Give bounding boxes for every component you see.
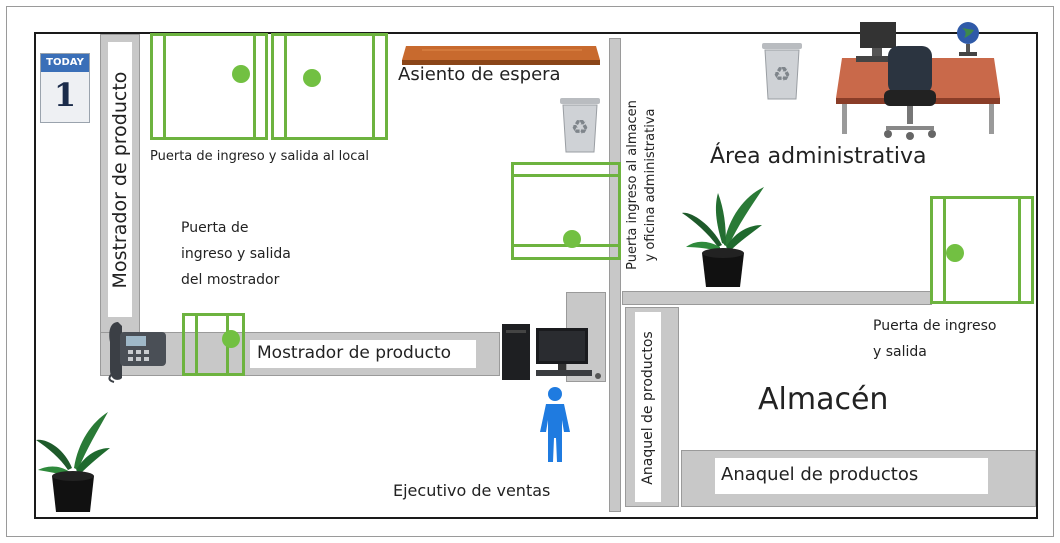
horizontal-counter-label: Mostrador de producto — [257, 343, 452, 363]
storage-office-door-label-1: Puerta ingreso al almacen — [625, 100, 640, 270]
door-jamb — [1018, 196, 1021, 304]
counter-door-label-1: Puerta de — [181, 220, 249, 236]
main-entrance-door-label: Puerta de ingreso y salida al local — [150, 149, 369, 164]
svg-text:♻: ♻ — [571, 115, 589, 139]
door-jamb — [372, 33, 375, 140]
door-jamb — [163, 33, 166, 140]
storage-office-door — [511, 162, 621, 260]
admin-area-label: Área administrativa — [710, 144, 927, 169]
figure-frame — [6, 6, 1054, 537]
computer-icon — [502, 324, 601, 380]
potted-plant-icon — [682, 187, 764, 287]
office-chair-icon — [884, 46, 936, 140]
calendar-header: TODAY — [41, 54, 89, 72]
waiting-seat-label: Asiento de espera — [398, 64, 561, 85]
main-entrance-door-left — [150, 33, 268, 140]
admin-door-label-2: y salida — [873, 344, 927, 360]
admin-door-label-1: Puerta de ingreso — [873, 318, 997, 334]
potted-plant-icon — [36, 412, 110, 512]
door-knob — [222, 330, 240, 348]
admin-door — [930, 196, 1034, 304]
main-entrance-door-right — [271, 33, 388, 140]
storage-office-door-label-2: y oficina administrativa — [643, 108, 658, 262]
counter-door-label-3: del mostrador — [181, 272, 280, 288]
door-knob — [303, 69, 321, 87]
storage-room-label: Almacén — [758, 382, 889, 417]
vertical-counter-label: Mostrador de producto — [109, 71, 131, 289]
door-knob — [232, 65, 250, 83]
waiting-bench-icon — [402, 46, 600, 65]
counter-door-label-2: ingreso y salida — [181, 246, 291, 262]
calendar-day: 1 — [53, 76, 77, 114]
desk-icon — [836, 22, 1000, 134]
telephone-icon — [108, 322, 166, 383]
storage-shelf-vertical-label: Anaquel de productos — [640, 331, 656, 485]
door-jamb — [943, 196, 946, 304]
globe-icon — [957, 22, 979, 56]
calendar-icon: TODAY 1 — [40, 53, 90, 123]
trash-bin-icon: ♻ — [560, 98, 600, 153]
counter-door — [182, 313, 245, 376]
door-jamb — [284, 33, 287, 140]
storage-shelf-horizontal-label: Anaquel de productos — [721, 464, 919, 485]
door-jamb — [195, 313, 198, 376]
floor-plan — [34, 32, 1038, 519]
office-storage-wall — [622, 291, 932, 305]
trash-bin-icon: ♻ — [762, 43, 802, 100]
divider-wall — [609, 38, 621, 512]
storage-shelf-vertical-label-box — [635, 312, 661, 502]
horizontal-counter-label-box — [250, 340, 476, 368]
svg-text:♻: ♻ — [773, 62, 791, 86]
door-jamb — [511, 174, 621, 177]
vertical-counter-label-box — [108, 42, 132, 317]
person-icon — [540, 387, 570, 462]
door-knob — [563, 230, 581, 248]
sales-executive-label: Ejecutivo de ventas — [393, 481, 551, 500]
door-jamb — [253, 33, 256, 140]
door-knob — [946, 244, 964, 262]
storage-shelf-horizontal-label-box — [715, 458, 988, 494]
